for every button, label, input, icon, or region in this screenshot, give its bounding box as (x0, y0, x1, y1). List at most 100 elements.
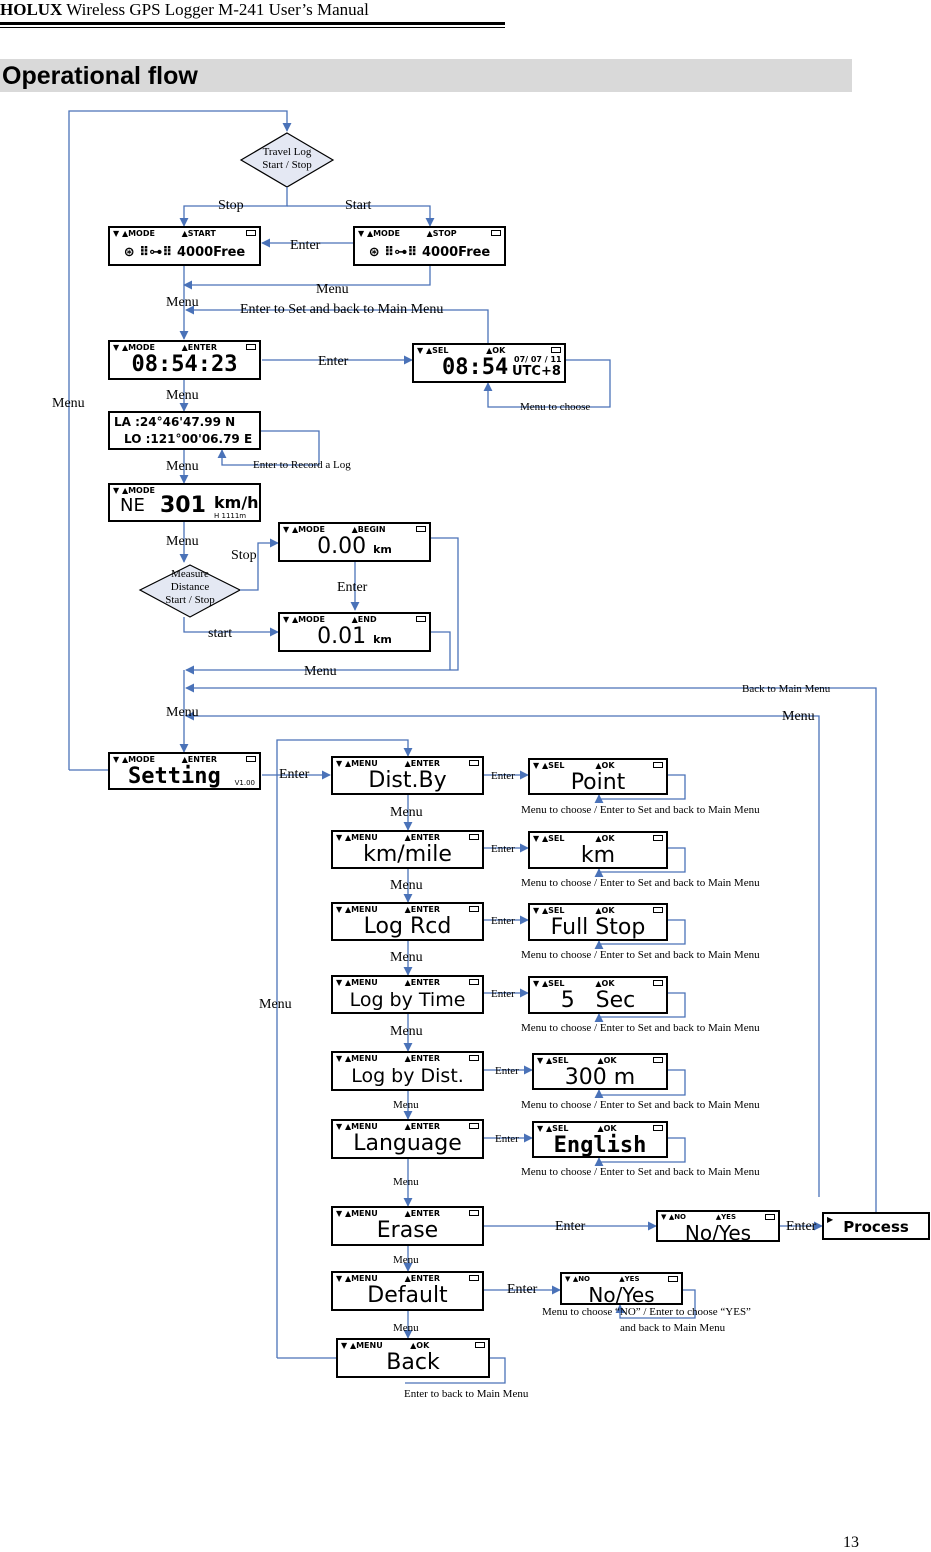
lcd-top-right: ▲ENTER (404, 833, 441, 842)
label-choose-set-back: Menu to choose / Enter to Set and back t… (521, 1022, 760, 1034)
label-default-note: Menu to choose “NO” / Enter to choose “Y… (542, 1306, 751, 1318)
lcd-kmmile: ▼ ▲MENU▲ENTER km/mile (331, 830, 484, 869)
enter-arrows (484, 770, 823, 1295)
label-choose-set-back: Menu to choose / Enter to Set and back t… (521, 804, 760, 816)
lcd-top-right: ▲ENTER (181, 343, 218, 352)
lcd-top-left: ▼ ▲SEL (537, 1124, 569, 1133)
lcd-top-right: ▲STOP (426, 229, 457, 238)
lcd-top-left: ▼ ▲MODE (358, 229, 400, 238)
label-menu: Menu (393, 1176, 419, 1188)
lcd-top-left: ▼ ▲MENU (336, 1209, 378, 1218)
label-enter: Enter (337, 580, 368, 595)
label-menu: Menu (390, 950, 423, 965)
battery-icon (653, 907, 663, 913)
choose-loops (594, 774, 696, 1319)
lcd-top-left: ▼ ▲MODE (113, 486, 155, 495)
lcd-top-left: ▼ ▲MENU (336, 833, 378, 842)
label-menu-to-choose: Menu to choose (520, 401, 590, 413)
label-enter-set-back: Enter to Set and back to Main Menu (240, 302, 443, 317)
lcd-300m: ▼ ▲SEL▲OK 300 m (532, 1053, 668, 1090)
lcd-main: 08:54 (442, 355, 509, 380)
lcd-speed: ▼ ▲MODE NE 301 km/h H 1111m (108, 483, 261, 522)
lcd-top-left: ▼ ▲MODE (113, 343, 155, 352)
lcd-main: Default (367, 1283, 448, 1308)
label-stop: Stop (218, 198, 244, 213)
lcd-setting: ▼ ▲MODE▲ENTER Setting V1.00 (108, 752, 261, 790)
lcd-top-right: ▲OK (595, 761, 615, 770)
lcd-top-left: ▼ ▲SEL (533, 834, 565, 843)
lcd-logdist: ▼ ▲MENU▲ENTER Log by Dist. (331, 1051, 484, 1091)
label-back-main: Back to Main Menu (742, 683, 831, 695)
lcd-top-right: ▲OK (597, 1056, 617, 1065)
lcd-distby: ▼ ▲MENU▲ENTER Dist.By (331, 756, 484, 795)
lcd-top-right: ▲ENTER (181, 755, 218, 764)
label-menu: Menu (393, 1099, 419, 1111)
lcd-top-right: ▲ENTER (404, 759, 441, 768)
battery-icon (475, 1342, 485, 1348)
section-title: Operational flow (0, 59, 852, 92)
lcd-time-set: ▼ ▲SEL▲OK 08:54 07/ 07 / 11 UTC+8 (412, 343, 566, 383)
label-menu: Menu (259, 997, 292, 1012)
lcd-top-left: ▼ ▲MODE (113, 229, 155, 238)
label-choose-set-back: Menu to choose / Enter to Set and back t… (521, 1166, 760, 1178)
battery-icon (469, 1123, 479, 1129)
decision-text-measure: Measure Distance Start / Stop (165, 568, 215, 606)
lcd-fullstop: ▼ ▲SEL▲OK Full Stop (528, 903, 668, 941)
lcd-time: ▼ ▲MODE▲ENTER 08:54:23 (108, 340, 261, 380)
decision-measure (138, 564, 242, 618)
lcd-top-left: ▼ ▲MENU (341, 1341, 383, 1350)
lcd-top-right: ▲ENTER (404, 905, 441, 914)
lcd-latitude: LA :24°46'47.99 N (114, 415, 236, 429)
page-number: 13 (843, 1534, 859, 1551)
label-enter-record: Enter to Record a Log (253, 459, 351, 471)
label-choose-set-back: Menu to choose / Enter to Set and back t… (521, 1099, 760, 1111)
label-menu: Menu (166, 705, 199, 720)
lcd-main: Dist.By (368, 768, 447, 793)
label-menu: Menu (166, 388, 199, 403)
label-menu: Menu (782, 709, 815, 724)
label-enter: Enter (318, 354, 349, 369)
battery-icon (469, 906, 479, 912)
lcd-main: Language (353, 1131, 462, 1156)
lcd-main: Back (386, 1350, 440, 1375)
lcd-logrcd: ▼ ▲MENU▲ENTER Log Rcd (331, 902, 484, 941)
lcd-main: Setting (128, 764, 221, 789)
lcd-main: Log by Dist. (351, 1065, 464, 1087)
lcd-default: ▼ ▲MENU▲ENTER Default (331, 1271, 484, 1311)
lcd-noyes-erase: ▼ ▲NO▲YES No/Yes (656, 1210, 780, 1242)
label-enter: Enter (491, 770, 515, 782)
lcd-5sec: ▼ ▲SEL▲OK 5 Sec (528, 976, 668, 1014)
lcd-unit: km (373, 633, 392, 646)
label-enter: Enter (555, 1219, 586, 1234)
lcd-dist-end: ▼ ▲MODE▲END 0.01 km (278, 612, 431, 652)
lcd-top-right: ▲YES (715, 1213, 736, 1221)
battery-icon (469, 1210, 479, 1216)
lcd-main: No/Yes (588, 1283, 655, 1305)
lcd-top-left: ▼ ▲NO (661, 1213, 687, 1221)
battery-icon (469, 760, 479, 766)
label-choose-set-back: Menu to choose / Enter to Set and back t… (521, 949, 760, 961)
battery-icon (653, 980, 663, 986)
lcd-english: ▼ ▲SEL▲OK English (532, 1121, 668, 1158)
lcd-top-left: ▼ ▲MODE (113, 755, 155, 764)
label-enter-back-main: Enter to back to Main Menu (404, 1388, 529, 1400)
lcd-top-left: ▼ ▲SEL (533, 761, 565, 770)
lcd-top-right: ▲OK (410, 1341, 430, 1350)
lcd-speed-unit: km/h (214, 493, 259, 512)
lcd-top-right: ▲START (181, 229, 216, 238)
lcd-main: 0.00 (317, 534, 367, 559)
lcd-top-right: ▲ENTER (404, 1274, 441, 1283)
battery-icon (653, 1125, 663, 1131)
lcd-back: ▼ ▲MENU ▲OK Back (336, 1338, 490, 1378)
lcd-top-left: ▼ ▲MENU (336, 1122, 378, 1131)
header-rule (0, 22, 505, 25)
lcd-speed-value: 301 (160, 493, 206, 518)
label-menu: Menu (393, 1254, 419, 1266)
lcd-main: ⊛ ⠿⊶⠿ 4000Free (123, 245, 246, 260)
label-enter: Enter (491, 988, 515, 1000)
battery-icon (469, 1055, 479, 1061)
lcd-main: Full Stop (550, 915, 646, 940)
lcd-main: ⊛ ⠿⊶⠿ 4000Free (368, 245, 491, 260)
label-default-note-2: and back to Main Menu (620, 1322, 726, 1334)
lcd-top-right: ▲YES (619, 1275, 640, 1283)
